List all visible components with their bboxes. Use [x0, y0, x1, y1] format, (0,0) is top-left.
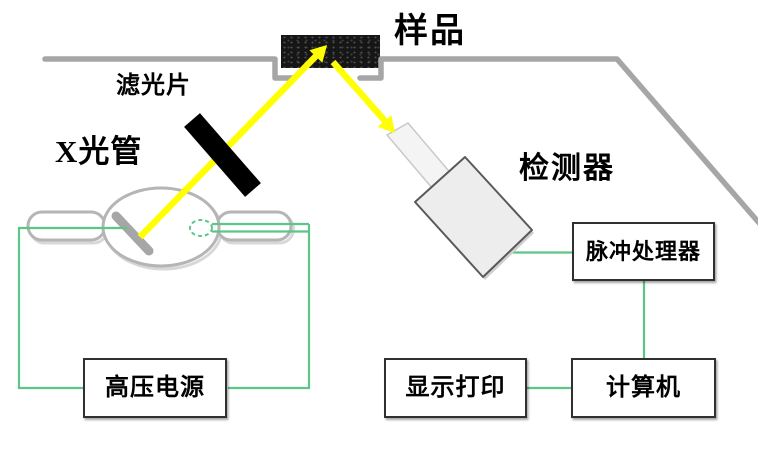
label-filter: 滤光片	[116, 73, 191, 99]
hv-power-supply-box: 高压电源	[83, 358, 227, 418]
computer-box: 计算机	[571, 358, 716, 418]
filter-bar	[184, 113, 261, 197]
xray-tube-right-arm	[215, 210, 293, 242]
chamber-wall	[42, 56, 758, 226]
filament-circle	[189, 219, 213, 237]
hv-wire-left	[17, 226, 127, 390]
pulse-processor-box: 脉冲处理器	[572, 222, 715, 281]
fluorescence-beam	[330, 59, 388, 124]
sample-block	[281, 35, 380, 68]
label-xray-tube: X光管	[55, 134, 143, 169]
label-detector: 检测器	[519, 152, 615, 185]
hv-wire-right	[228, 224, 311, 390]
display-print-box: 显示打印	[384, 358, 527, 418]
detector-body	[414, 156, 533, 278]
anode-target-bar	[111, 211, 154, 256]
label-sample: 样品	[394, 13, 466, 50]
xray-tube-left-arm	[26, 210, 107, 242]
primary-beam-arrowhead	[309, 45, 327, 63]
fluorescence-beam-arrowhead	[377, 115, 395, 133]
